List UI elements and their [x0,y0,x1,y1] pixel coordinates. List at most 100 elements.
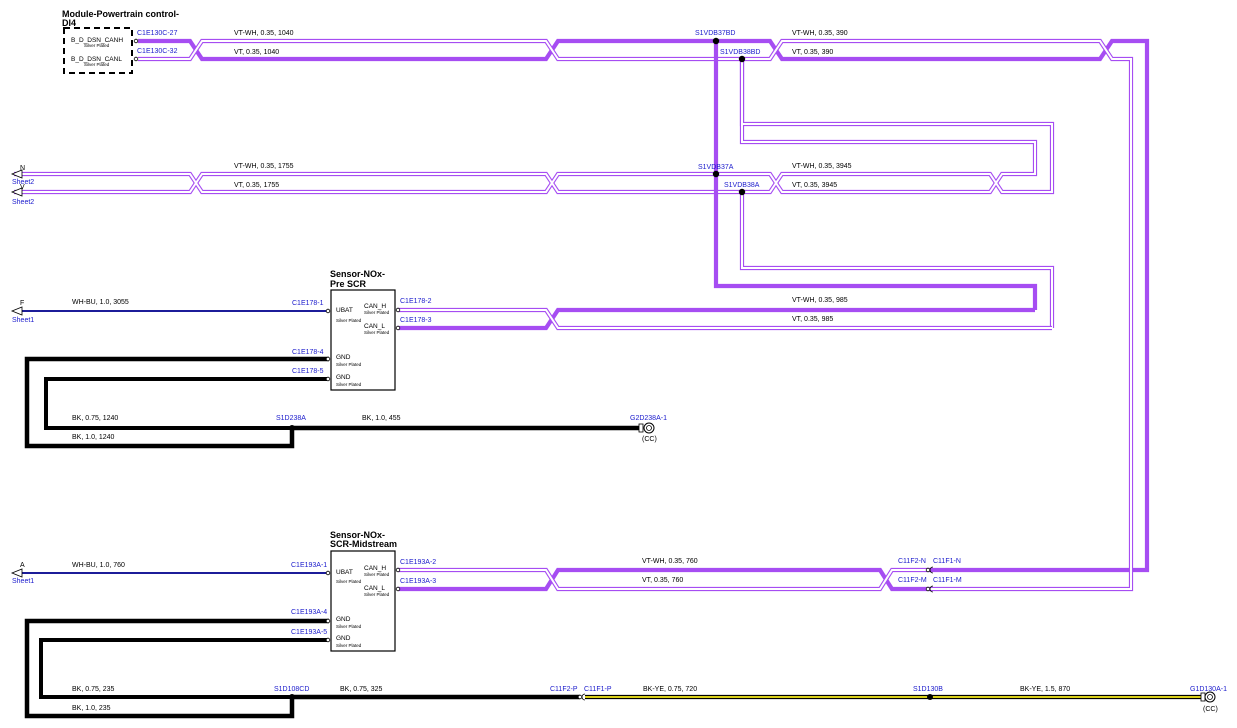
conn-c1e178-4[interactable]: C1E178-4 [292,349,324,356]
splice-link-37a-down[interactable] [713,174,1038,310]
wire-label: BK, 0.75, 235 [72,686,115,693]
sheet-ref-a[interactable]: A Sheet1 [10,562,34,585]
module-pin-canh-plating: Silver Plated [84,43,110,48]
wire-bk-r6-inner[interactable] [39,638,329,699]
wire-bk-r4-outer[interactable] [24,356,329,449]
sensor-mid-canl-plating: Silver Plated [364,592,390,597]
conn-c1e178-1[interactable]: C1E178-1 [292,300,324,307]
sensor-pre-gnd1-plating: Silver Plated [336,362,362,367]
module-title-2: DI4 [62,18,76,28]
splice-dot-s1d108cd[interactable] [289,694,295,700]
splice-link-38a-down[interactable] [739,192,1055,328]
ground-g2d238a[interactable]: G2D238A-1 (CC) [630,415,667,443]
wire-label: VT, 0.35, 1040 [234,49,279,56]
conn-c1e193a-1[interactable]: C1E193A-1 [291,562,327,569]
sensor-pre-title-2: Pre SCR [330,279,367,289]
splice-dot-38bd[interactable] [738,55,746,63]
conn-c1e178-3[interactable]: C1E178-3 [400,317,432,324]
wire-label: VT-WH, 0.35, 390 [792,30,848,37]
inline-connector-n[interactable]: C11F2-N C11F1-N [898,558,961,574]
off-sheet-arrow-icon [10,306,23,316]
splice-label-s1d238a: S1D238A [276,415,306,422]
sheet-ref-a-sheet: Sheet1 [12,578,34,585]
sensor-mid-canh: CAN_H [364,565,386,572]
splice-dot-38a[interactable] [738,188,746,196]
conn-c1e178-5[interactable]: C1E178-5 [292,368,324,375]
wire-vtwh-r1[interactable] [138,38,1150,573]
sensor-nox-scr-midstream[interactable]: Sensor-NOx- SCR-Midstream UBAT Silver Pl… [291,530,436,652]
splice-label-38a: S1VDB38A [724,182,760,189]
splice-dot-37bd[interactable] [712,37,720,45]
sensor-pre-ubat: UBAT [336,307,353,314]
sensor-pre-gnd2: GND [336,374,351,381]
conn-c1e193a-3[interactable]: C1E193A-3 [400,578,436,585]
sensor-mid-title-2: SCR-Midstream [330,539,397,549]
sheet-ref-f-letter: F [20,300,24,307]
module-powertrain[interactable]: Module-Powertrain control- DI4 B_D_DSN_C… [62,9,179,74]
sensor-nox-pre-scr[interactable]: Sensor-NOx- Pre SCR UBAT Silver Plated C… [292,269,432,391]
sensor-mid-gnd2: GND [336,635,351,642]
conn-c11f2-p: C11F2-P [550,686,578,693]
sensor-pre-box [330,289,396,391]
twisted-pair-r3[interactable] [398,307,1052,331]
splice-label-37bd: S1VDB37BD [695,30,735,37]
conn-c1e178-2[interactable]: C1E178-2 [400,298,432,305]
wire-label: VT-WH, 0.35, 1040 [234,30,294,37]
sensor-mid-ubat-plating: Silver Plated [336,579,362,584]
splice-dot-s1d238a[interactable] [289,425,295,431]
splice-dot-s1d130b[interactable] [927,694,933,700]
conn-c11f2-m: C11F2-M [898,577,927,584]
wire-label: VT, 0.35, 985 [792,316,833,323]
sensor-pre-ubat-plating: Silver Plated [336,318,362,323]
inline-connector-p[interactable]: C11F2-P C11F1-P [550,686,612,701]
twisted-pair-r1[interactable] [0,0,1150,592]
wire-label: BK, 1.0, 1240 [72,434,115,441]
twisted-pair-r5[interactable] [398,567,1098,592]
wire-vt-r5[interactable] [398,567,930,592]
conn-c11f2-n: C11F2-N [898,558,926,565]
wire-label: BK, 1.0, 235 [72,705,111,712]
conn-c11f1-m: C11F1-M [933,577,962,584]
twisted-pair-r2[interactable] [14,59,1055,195]
conn-c1e193a-2[interactable]: C1E193A-2 [400,559,436,566]
wire-bk-r6-outer[interactable] [24,618,329,719]
wire-vtwh-r3[interactable] [398,307,1052,331]
wire-label: BK-YE, 0.75, 720 [643,686,697,693]
sheet-ref-v[interactable]: V Sheet2 [10,184,34,206]
splice-label-s1d108cd: S1D108CD [274,686,309,693]
wire-label: VT, 0.35, 760 [642,577,683,584]
conn-c1e130c-27[interactable]: C1E130C-27 [137,30,178,37]
sheet-ref-f-sheet: Sheet1 [12,317,34,324]
wire-label: VT, 0.35, 3945 [792,182,837,189]
splices: S1VDB37BD S1VDB38BD S1VDB37A S1VDB38A S1… [274,30,943,700]
module-title-1: Module-Powertrain control- [62,9,179,19]
wire-bk-r4-inner[interactable] [44,377,329,430]
conn-c1e193a-5[interactable]: C1E193A-5 [291,629,327,636]
sheet-ref-f[interactable]: F Sheet1 [10,300,34,324]
inline-connector-m[interactable]: C11F2-M C11F1-M [898,577,962,593]
sheet-ref-v-sheet: Sheet2 [12,199,34,206]
conn-c1e193a-4[interactable]: C1E193A-4 [291,609,327,616]
conn-c1e130c-32[interactable]: C1E130C-32 [137,48,178,55]
wire-labels: VT-WH, 0.35, 1040 VT, 0.35, 1040 VT-WH, … [72,30,1070,712]
splice-dot-37a[interactable] [712,170,720,178]
wire-vt-r3[interactable] [398,307,1035,331]
conn-c11f1-p: C11F1-P [584,686,612,693]
sensor-pre-canh-plating: Silver Plated [364,310,390,315]
wire-label: VT, 0.35, 1755 [234,182,279,189]
off-sheet-arrow-icon [10,568,23,578]
sensor-pre-title-1: Sensor-NOx- [330,269,385,279]
sheet-ref-n[interactable]: N Sheet2 [10,165,34,186]
sensor-mid-gnd1-plating: Silver Plated [336,624,362,629]
sheet-ref-n-letter: N [20,165,25,172]
off-sheet-arrow-icon [10,169,23,179]
sensor-mid-ubat: UBAT [336,569,353,576]
sensor-mid-title-1: Sensor-NOx- [330,530,385,540]
ground-label-g2d238a: G2D238A-1 [630,415,667,422]
wire-label: WH-BU, 1.0, 760 [72,562,125,569]
wire-label: VT-WH, 0.35, 1755 [234,163,294,170]
module-pin-canl-plating: Silver Plated [84,62,110,67]
ground-g1d130a[interactable]: G1D130A-1 (CC) [1190,686,1227,713]
